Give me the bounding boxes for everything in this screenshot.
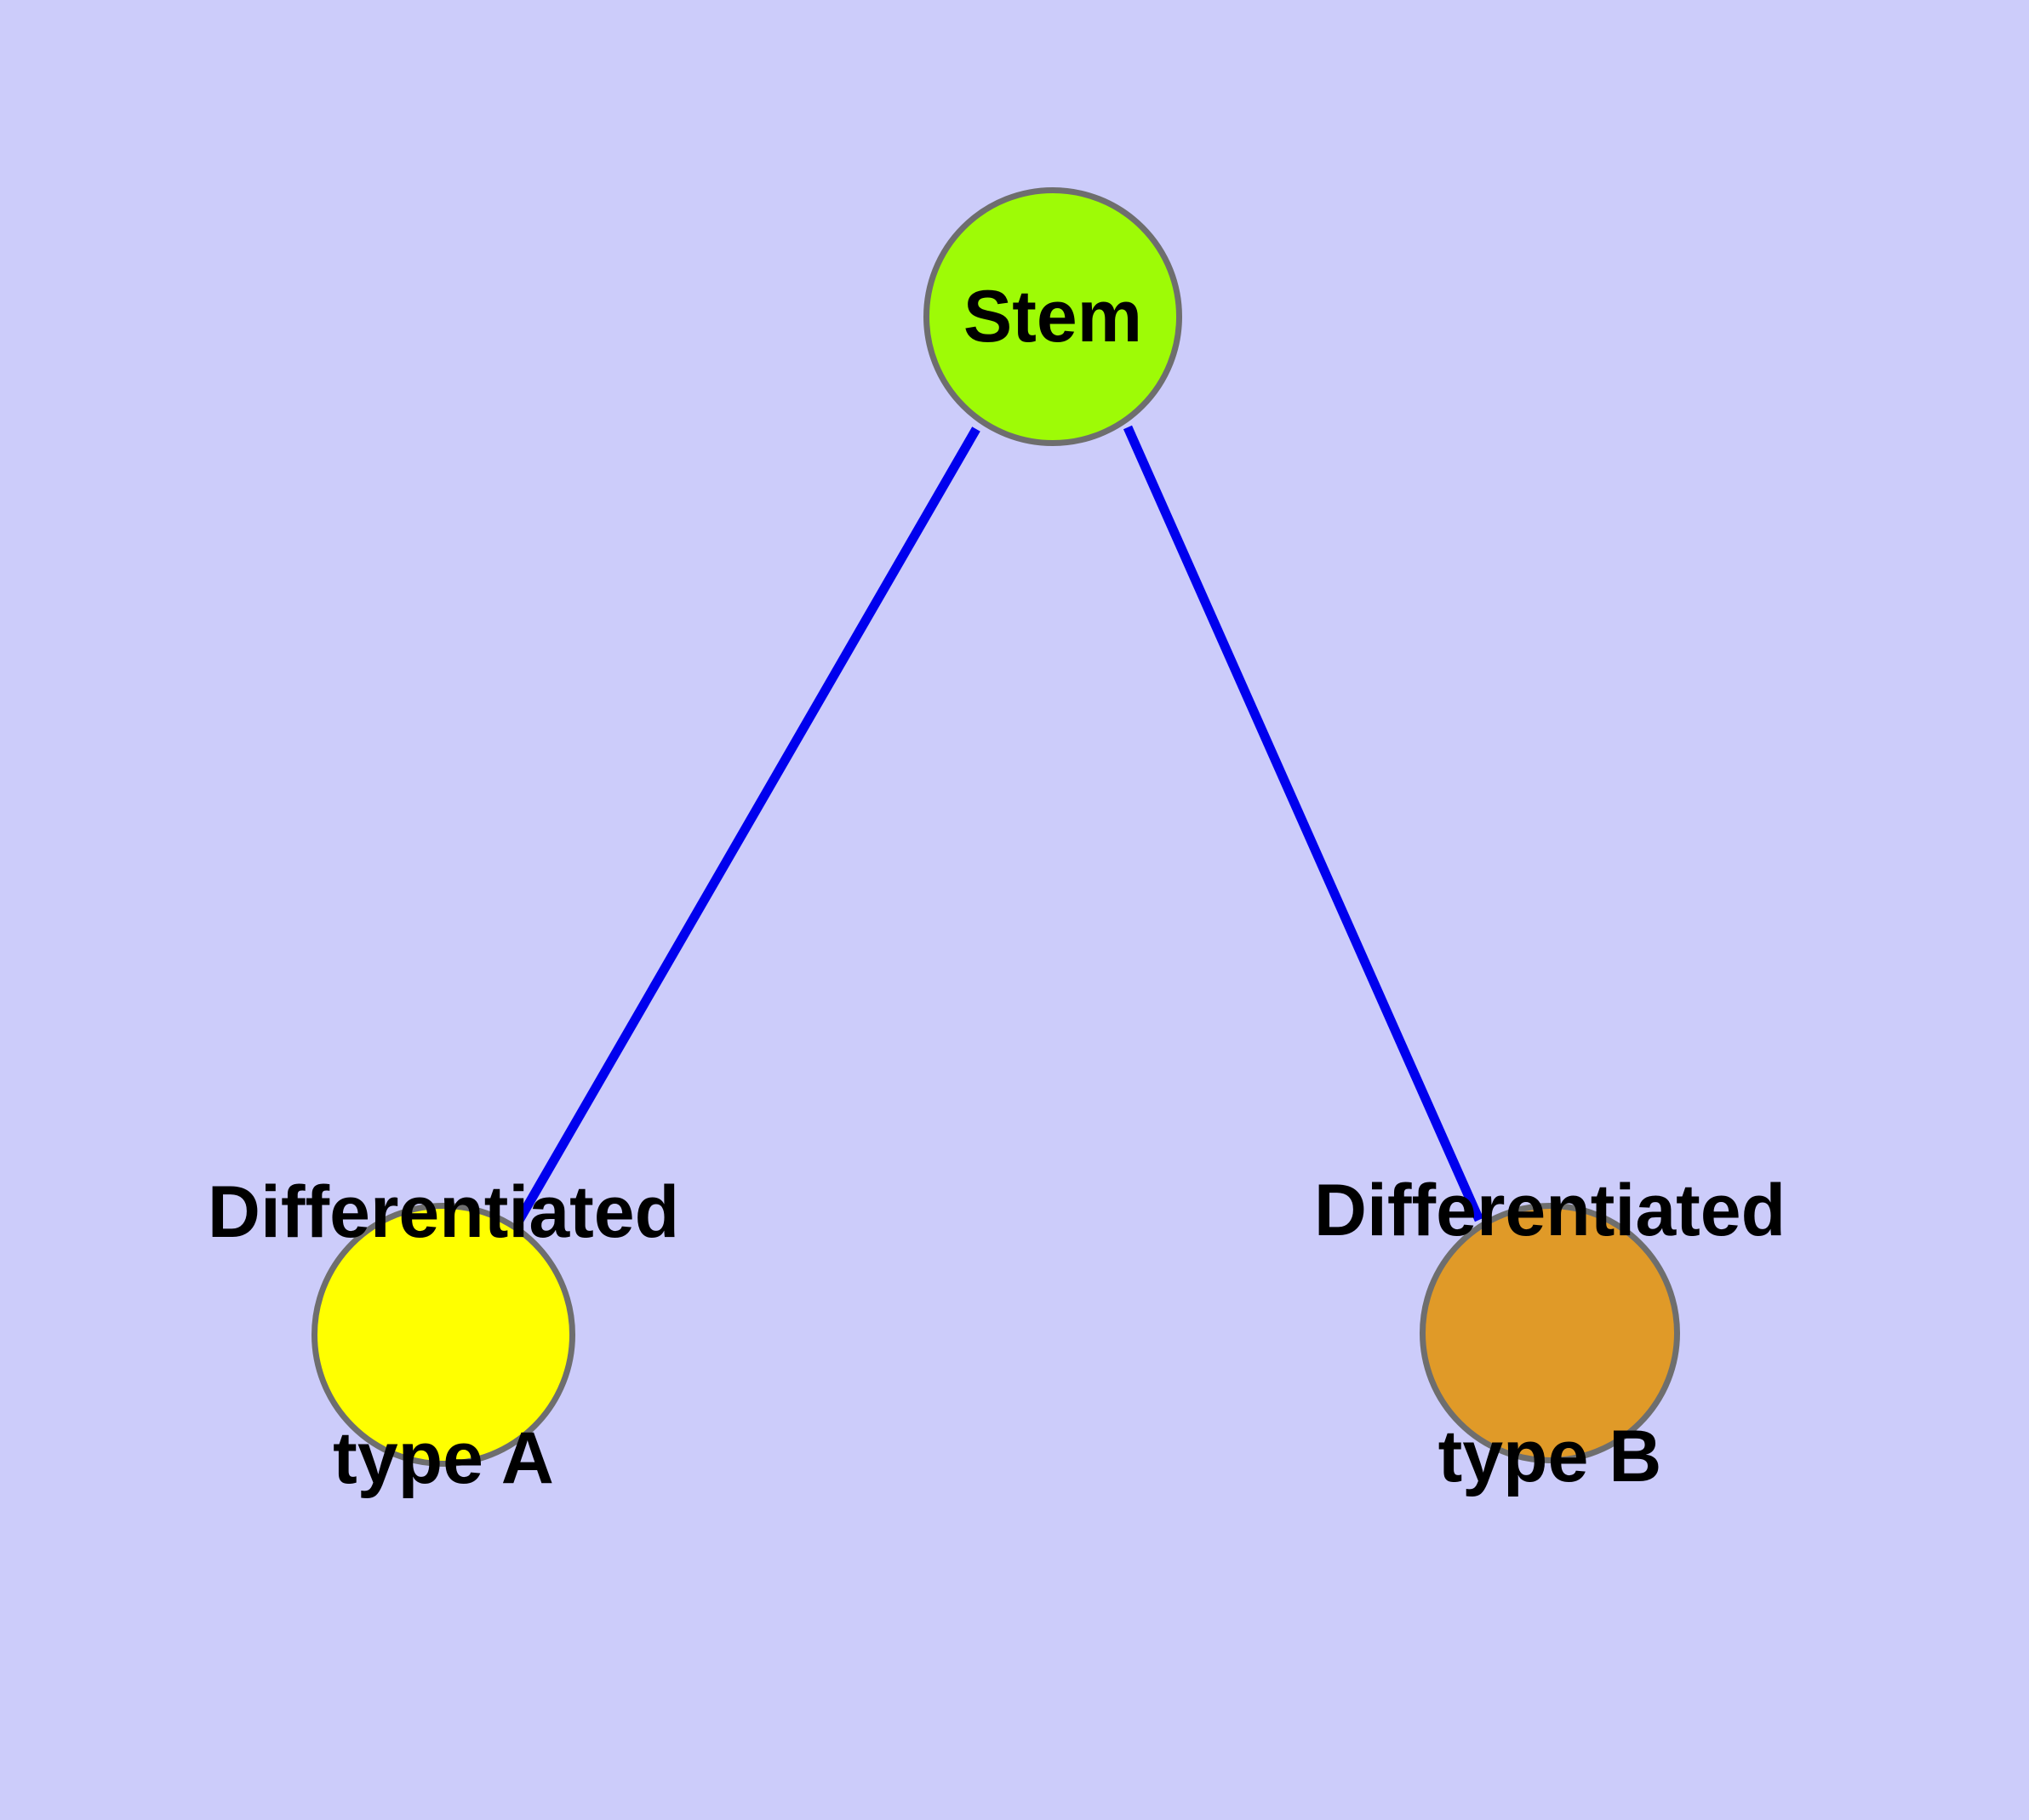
node-diff-a-circle[interactable] <box>311 1203 575 1467</box>
edge-stem-to-diff-a[interactable] <box>513 426 980 1226</box>
edge-stem-to-diff-b[interactable] <box>1123 425 1484 1222</box>
edge-layer <box>513 425 1484 1226</box>
node-stem-circle[interactable] <box>923 187 1182 446</box>
node-layer <box>311 187 1680 1467</box>
node-diff-b-circle[interactable] <box>1420 1203 1680 1463</box>
